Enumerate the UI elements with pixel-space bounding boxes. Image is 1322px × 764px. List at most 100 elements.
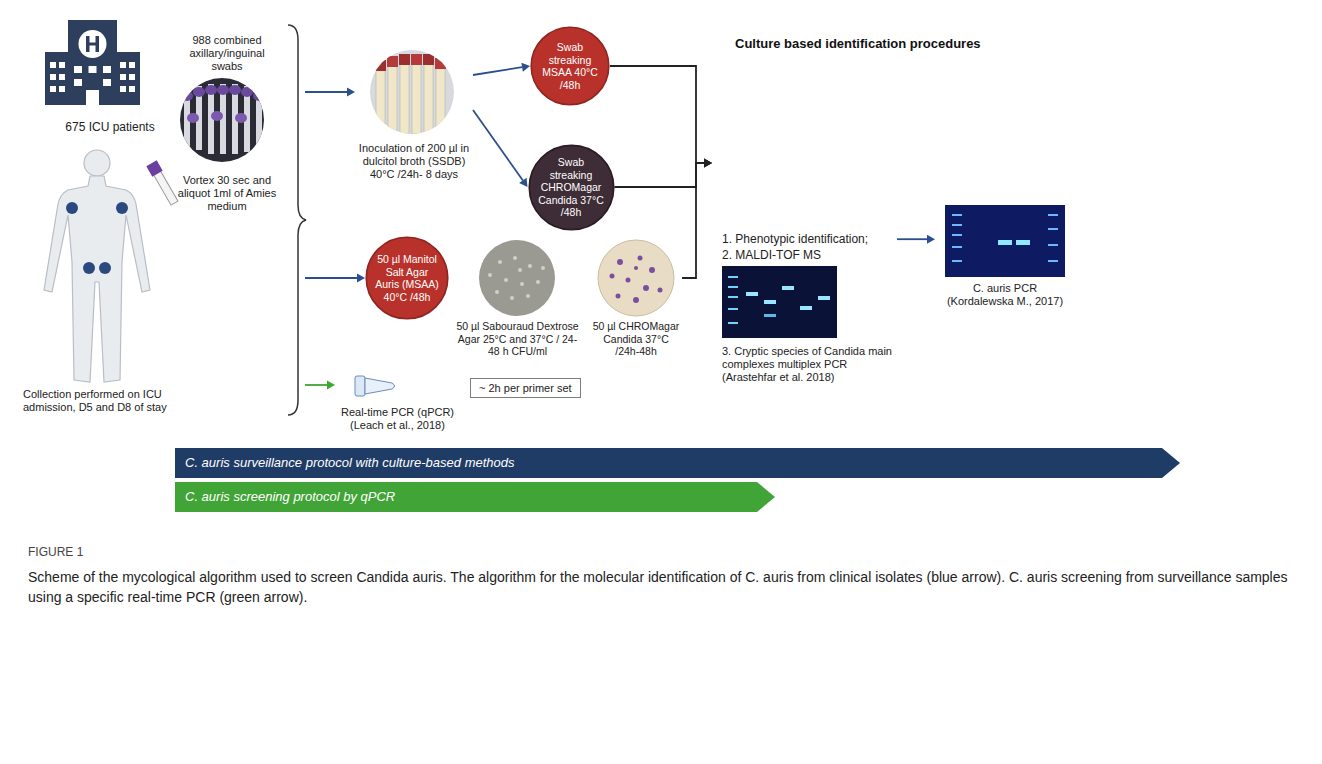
plate-circle <box>529 145 613 229</box>
gel-image <box>952 246 962 248</box>
broth-photo <box>423 54 434 65</box>
identification-steps: 1. Phenotypic identification;2. MALDI-TO… <box>712 150 897 390</box>
plate-circle <box>366 237 447 318</box>
arrow-head <box>521 63 530 72</box>
gel-image <box>1048 260 1058 262</box>
gel-image <box>728 276 738 278</box>
hospital-icon <box>50 62 56 68</box>
swab-photo <box>181 84 265 154</box>
human-figure <box>44 176 150 382</box>
broth-photo <box>370 50 454 134</box>
agar-plate: 50 µl CHROMagar Candida 37°C /24h-48h <box>590 240 682 365</box>
figure-number: FIGURE 1 <box>28 545 83 559</box>
sabouraud-plate-photo <box>479 240 555 316</box>
time-note-box: ~ 2h per primer set <box>470 378 581 398</box>
chromagar-plate-photo <box>634 266 638 270</box>
protocol-arrow-band: C. auris surveillance protocol with cult… <box>175 448 1180 478</box>
label-text: 50 µl CHROMagar Candida 37°C /24h-48h <box>590 320 682 358</box>
chromagar-plate-photo <box>610 274 615 279</box>
hospital-icon <box>50 74 56 80</box>
chromagar-plate-photo <box>610 256 663 304</box>
gel-image <box>952 234 962 236</box>
plate-text: Swab streaking CHROMagar Candida 37°C /4… <box>538 156 604 219</box>
sabouraud-plate-photo <box>518 268 522 272</box>
flow-line <box>473 110 523 181</box>
arrow-head <box>927 235 935 244</box>
gel-image <box>952 224 962 226</box>
swab-photo <box>180 78 265 162</box>
arrow-head <box>704 159 712 168</box>
gel-image <box>952 260 962 262</box>
hospital-icon <box>129 74 135 80</box>
broth-photo <box>388 66 397 132</box>
broth-photo <box>375 54 446 134</box>
broth-photo <box>424 64 433 134</box>
chromagar-plate-photo <box>649 267 655 273</box>
swab-photo <box>217 85 229 95</box>
gel-image <box>1016 240 1030 245</box>
sabouraud-plate-photo <box>536 280 540 284</box>
chromagar-plate-photo <box>617 259 623 265</box>
label-text: Vortex 30 sec and aliquot 1ml of Amies m… <box>170 174 284 214</box>
flow-line <box>610 66 704 163</box>
hospital-icon <box>116 52 140 105</box>
hospital-icon <box>59 62 65 68</box>
hospital-icon <box>103 79 111 86</box>
chromagar-plate-photo <box>598 240 674 316</box>
curly-brace <box>288 25 306 415</box>
hospital-icon <box>129 86 135 92</box>
figure-caption: Scheme of the mycological algorithm used… <box>28 568 1294 607</box>
swab-photo <box>205 85 217 95</box>
hospital-icon <box>74 79 82 86</box>
chromagar-plate-photo <box>643 285 649 291</box>
arrow-head <box>357 274 365 283</box>
protocol-arrow-band: C. auris screening protocol by qPCR <box>175 482 775 512</box>
plate-text: 50 µl Manitol Salt Agar Auris (MSAA) 40°… <box>375 253 439 303</box>
band-text: C. auris screening protocol by qPCR <box>185 482 395 512</box>
label-text: Collection performed on ICU admission, D… <box>23 388 183 414</box>
gel-image <box>722 266 837 338</box>
flow-arrow <box>473 110 528 187</box>
hospital-icon <box>103 66 111 73</box>
swab-photo <box>181 91 193 101</box>
band-arrow <box>175 482 775 512</box>
agar-plate: Swab streaking MSAA 40°C /48h <box>530 26 610 106</box>
hospital-icon <box>86 90 99 105</box>
hospital-icon <box>120 86 126 92</box>
hospital-icon <box>79 30 107 58</box>
flow-arrow <box>897 235 935 244</box>
chromagar-plate-photo <box>626 278 631 283</box>
gel-image <box>945 205 1065 277</box>
broth-photo <box>412 64 421 134</box>
broth-photo <box>376 70 385 132</box>
swab-photo <box>180 78 264 162</box>
gel-image <box>728 296 738 298</box>
hospital-icon <box>50 86 56 92</box>
gel-image <box>945 205 1065 277</box>
hospital-icon <box>89 66 97 73</box>
arrow-head <box>327 381 335 390</box>
swab-photo <box>193 87 205 97</box>
broth-photo <box>399 54 410 65</box>
flow-line <box>305 91 347 93</box>
section-heading: Culture based identification procedures <box>735 36 981 52</box>
human-figure <box>66 202 78 214</box>
agar-plate: Swab streaking CHROMagar Candida 37°C /4… <box>528 144 615 231</box>
label-text: 50 µl Sabouraud Dextrose Agar 25°C and 3… <box>455 320 580 358</box>
sabouraud-plate-photo <box>504 278 508 282</box>
arrow-head <box>347 88 355 97</box>
sabouraud-plate-photo <box>528 264 532 268</box>
broth-photo <box>400 64 409 134</box>
gel-image <box>782 286 794 290</box>
gel-image <box>728 322 738 324</box>
sabouraud-plate-photo <box>513 256 517 260</box>
broth-photo <box>387 56 398 67</box>
chromagar-plate-photo <box>638 256 643 261</box>
broth-step: Inoculation of 200 µl in dulcitol broth … <box>355 50 473 205</box>
pcr-result: C. auris PCR (Kordalewska M., 2017) <box>935 200 1075 318</box>
flow-line <box>682 163 704 278</box>
swab-tube <box>153 170 178 205</box>
hospital-icon <box>59 74 65 80</box>
